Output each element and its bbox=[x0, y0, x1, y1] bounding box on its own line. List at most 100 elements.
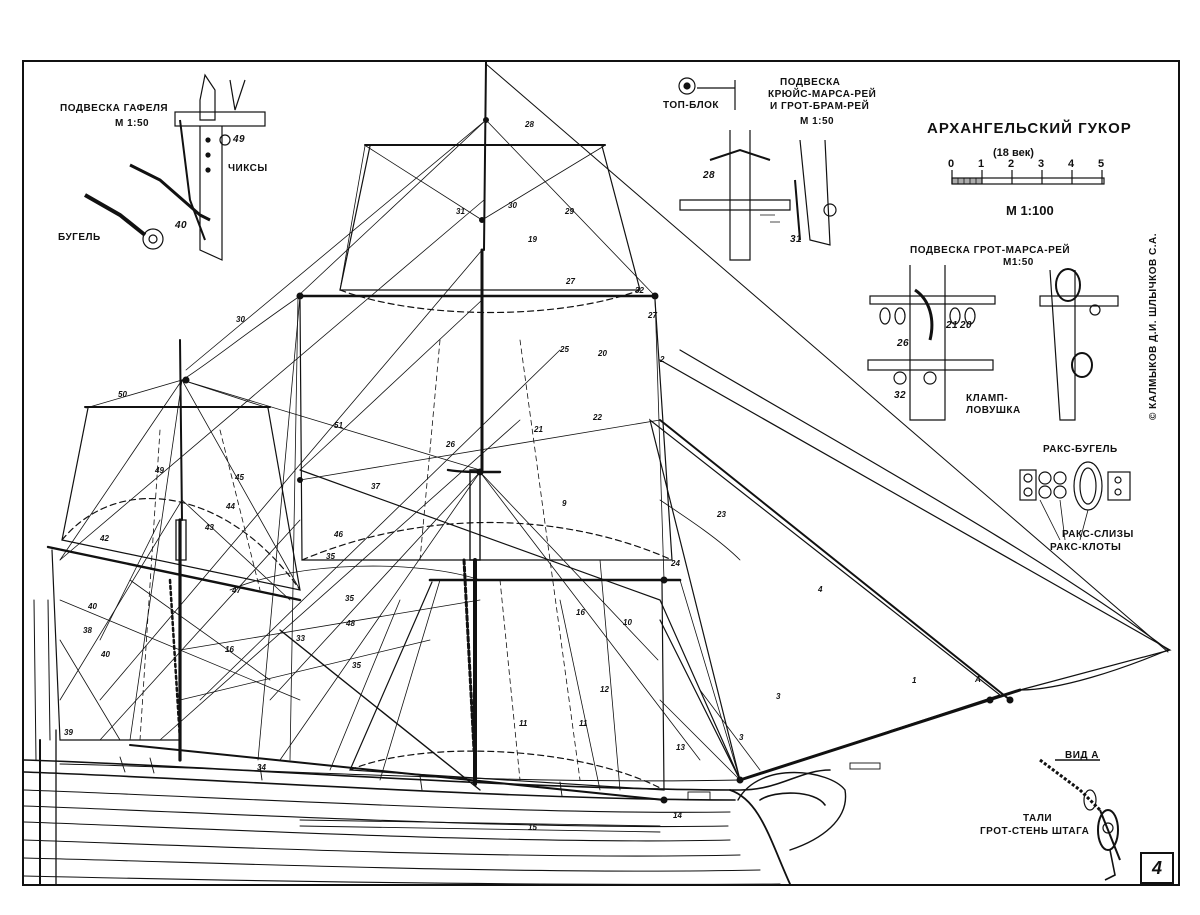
cross-jack-number-31: 31 bbox=[790, 234, 803, 245]
rigging-number: 3 bbox=[776, 692, 781, 701]
gaff-inset-scale: М 1:50 bbox=[115, 118, 150, 129]
rigging-number: 19 bbox=[528, 235, 537, 244]
rigging-number: 32 bbox=[635, 286, 644, 295]
scale-label: М 1:100 bbox=[1006, 203, 1054, 218]
main-topsail-number-21: 21 bbox=[946, 320, 959, 331]
rigging-number: 15 bbox=[528, 823, 537, 832]
rigging-number: 44 bbox=[225, 502, 235, 511]
gaff-number-49: 49 bbox=[233, 134, 246, 145]
scale-bar bbox=[951, 170, 1105, 185]
rigging-number: 46 bbox=[333, 530, 343, 539]
rigging-number: 40 bbox=[100, 650, 110, 659]
rigging-number: 23 bbox=[716, 510, 726, 519]
rigging-number: 11 bbox=[579, 719, 588, 728]
rigging-number: A bbox=[974, 675, 981, 684]
rigging-number: 50 bbox=[118, 390, 127, 399]
drawing-title: АРХАНГЕЛЬСКИЙ ГУКОР bbox=[927, 120, 1132, 137]
scale-tick-1: 1 bbox=[978, 158, 984, 170]
rigging-number: 27 bbox=[565, 277, 575, 286]
inset-cross-jack bbox=[678, 77, 837, 261]
scale-tick-0: 0 bbox=[948, 158, 954, 170]
drawing-frame bbox=[22, 60, 1180, 886]
rigging-number: 37 bbox=[371, 482, 380, 491]
rigging-number: 3 bbox=[739, 733, 744, 742]
main-topsail-part-lovushka: ЛОВУШКА bbox=[966, 405, 1021, 416]
rigging-number: 49 bbox=[154, 466, 164, 475]
rigging bbox=[59, 63, 1169, 791]
rigging-number: 24 bbox=[670, 559, 680, 568]
main-topsail-title: ПОДВЕСКА ГРОТ-МАРСА-РЕЙ bbox=[910, 245, 1071, 256]
inset-parrel bbox=[1019, 461, 1131, 541]
blocks bbox=[182, 117, 1014, 804]
rigging-number: 14 bbox=[673, 811, 682, 820]
rigging-number: 26 bbox=[445, 440, 455, 449]
masts bbox=[168, 61, 487, 786]
inset-main-topsail bbox=[867, 265, 1119, 421]
rigging-number: 21 bbox=[533, 425, 543, 434]
rigging-number: 43 bbox=[204, 523, 214, 532]
page-number: 4 bbox=[1140, 852, 1174, 884]
sails bbox=[51, 145, 1172, 791]
scale-tick-4: 4 bbox=[1068, 158, 1075, 170]
scale-tick-5: 5 bbox=[1098, 158, 1104, 170]
rigging-number: 38 bbox=[83, 626, 92, 635]
century-label: (18 век) bbox=[993, 147, 1034, 159]
main-topsail-number-32: 32 bbox=[894, 390, 907, 401]
cross-jack-scale: М 1:50 bbox=[800, 116, 835, 127]
rigging-number: 16 bbox=[225, 645, 234, 654]
rigging-number: 35 bbox=[326, 552, 335, 561]
rigging-number: 33 bbox=[296, 634, 305, 643]
scale-ticks: 0 1 2 3 4 5 bbox=[948, 158, 1104, 170]
rigging-number: 20 bbox=[597, 349, 607, 358]
gaff-part-bugel: БУГЕЛЬ bbox=[58, 232, 101, 243]
rigging-number: 39 bbox=[64, 728, 73, 737]
view-a-caption-1: ТАЛИ bbox=[1023, 813, 1053, 824]
rigging-number: 42 bbox=[99, 534, 109, 543]
rigging-number: 10 bbox=[623, 618, 632, 627]
view-a-title: ВИД А bbox=[1065, 750, 1100, 761]
inset-gaff bbox=[84, 73, 266, 261]
hull bbox=[23, 599, 847, 885]
parrel-title: РАКС-БУГЕЛЬ bbox=[1043, 444, 1118, 455]
cross-jack-title-1: ПОДВЕСКА bbox=[780, 77, 841, 88]
scale-tick-2: 2 bbox=[1008, 158, 1014, 170]
rigging-number: 27 bbox=[647, 311, 657, 320]
gaff-number-40: 40 bbox=[175, 220, 188, 231]
rigging-number: 51 bbox=[334, 421, 343, 430]
rigging-number: 31 bbox=[456, 207, 465, 216]
main-topsail-part-klamp: КЛАМП- bbox=[966, 393, 1009, 404]
rigging-number: 1 bbox=[912, 676, 917, 685]
main-topsail-number-20: 20 bbox=[960, 320, 973, 331]
scale-tick-3: 3 bbox=[1038, 158, 1044, 170]
rigging-number: 2 bbox=[659, 355, 665, 364]
rigging-number: 34 bbox=[257, 763, 266, 772]
rigging-number: 11 bbox=[519, 719, 528, 728]
inset-view-a bbox=[1039, 758, 1121, 881]
rigging-number: 9 bbox=[562, 499, 567, 508]
rigging-number: 30 bbox=[236, 315, 245, 324]
rigging-number: 35 bbox=[345, 594, 354, 603]
rigging-number: 16 bbox=[576, 608, 585, 617]
rigging-number: 47 bbox=[231, 586, 241, 595]
rigging-number: 4 bbox=[817, 585, 823, 594]
main-topsail-number-26: 26 bbox=[897, 338, 910, 349]
rigging-number: 45 bbox=[234, 473, 244, 482]
rigging-number: 12 bbox=[600, 685, 609, 694]
rigging-number: 48 bbox=[345, 619, 355, 628]
cross-jack-number-28: 28 bbox=[703, 170, 716, 181]
gaff-inset-title: ПОДВЕСКА ГАФЕЛЯ bbox=[60, 103, 169, 114]
rigging-number: 40 bbox=[87, 602, 97, 611]
parrel-part-kloty: РАКС-КЛОТЫ bbox=[1050, 542, 1122, 553]
parrel-part-slizy: РАКС-СЛИЗЫ bbox=[1062, 529, 1134, 540]
view-a-caption-2: ГРОТ-СТЕНЬ ШТАГА bbox=[980, 826, 1090, 837]
rigging-number: 25 bbox=[559, 345, 569, 354]
rigging-number: 29 bbox=[564, 207, 574, 216]
gaff-part-chiksy: ЧИКСЫ bbox=[228, 163, 268, 174]
cross-jack-title-3: И ГРОТ-БРАМ-РЕЙ bbox=[770, 101, 870, 112]
rigging-number: 13 bbox=[676, 743, 685, 752]
copyright-label: © КАЛМЫКОВ Д.И. ШЛЫЧКОВ С.А. bbox=[1148, 232, 1159, 420]
top-block-label: ТОП-БЛОК bbox=[663, 100, 719, 111]
rigging-number: 35 bbox=[352, 661, 361, 670]
rigging-number: 30 bbox=[508, 201, 517, 210]
